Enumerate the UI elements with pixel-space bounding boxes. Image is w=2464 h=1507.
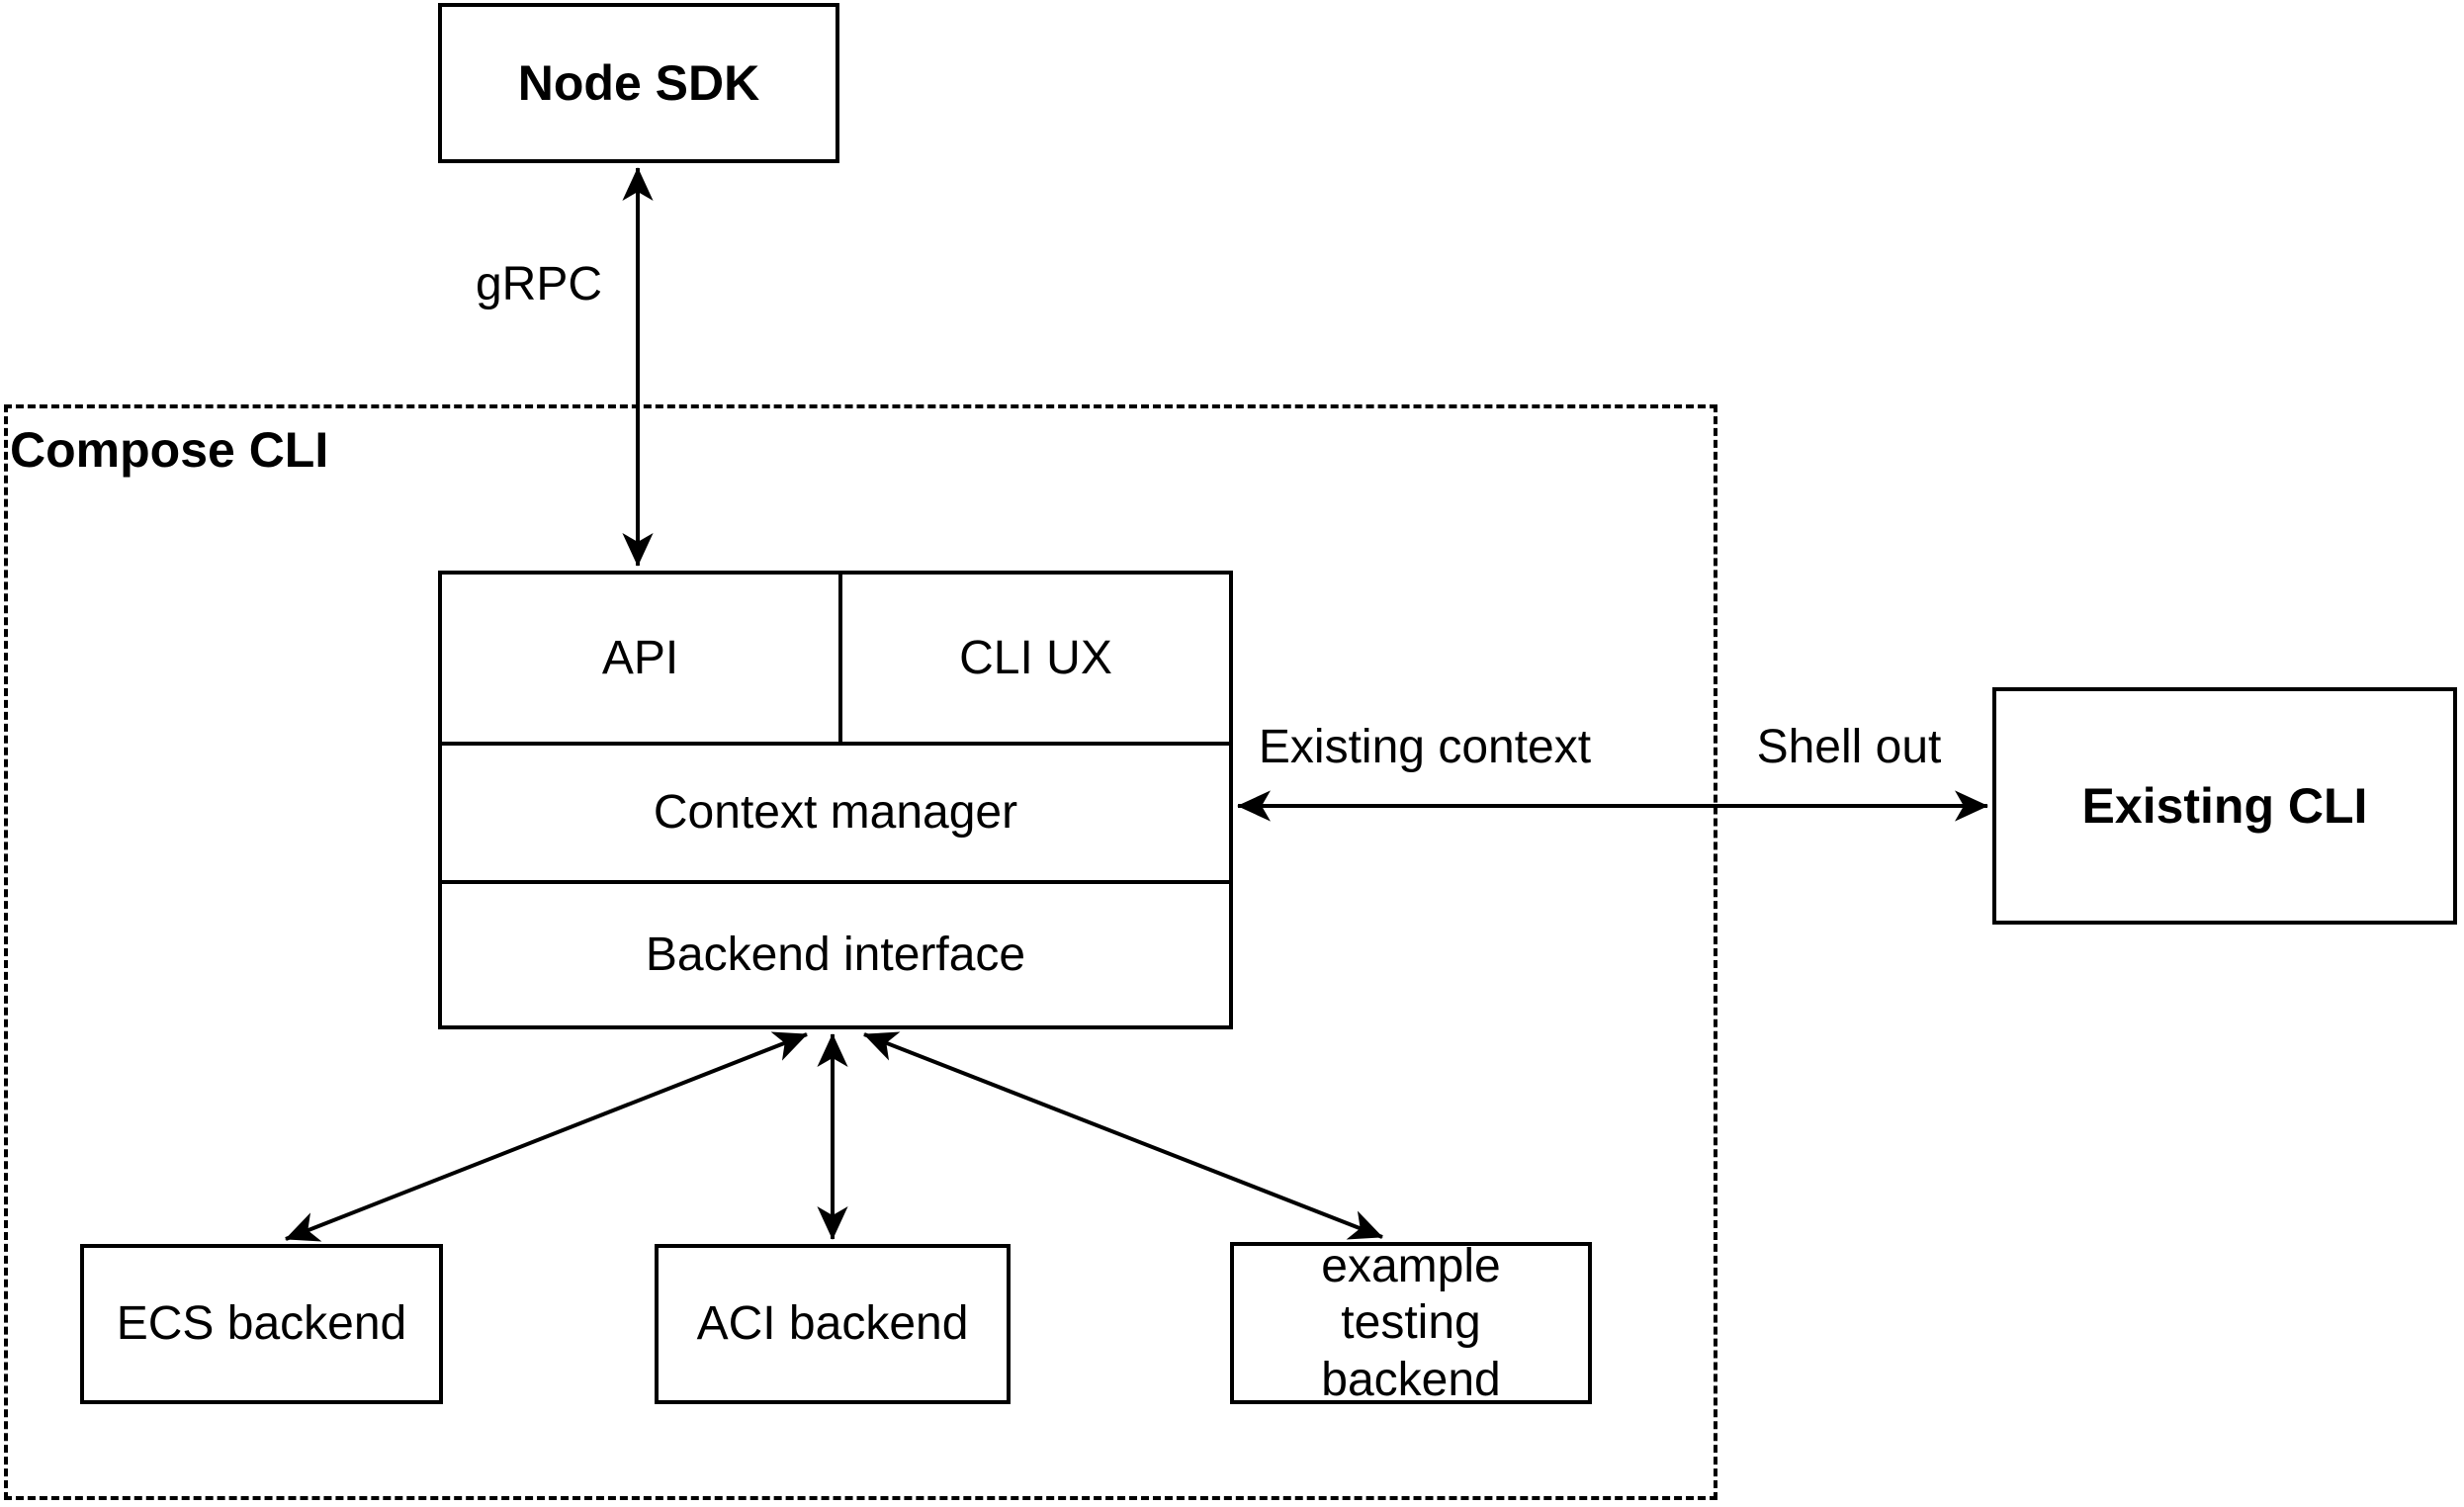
compose-cli-stack: API CLI UX Context manager Backend inter… [438,571,1233,1029]
grpc-label: gRPC [475,257,603,310]
stack-row-backend: Backend interface [442,880,1229,1025]
example-testing-backend-box: example testing backend [1230,1240,1592,1406]
api-cell: API [442,575,842,742]
stack-row-top: API CLI UX [442,575,1229,742]
compose-cli-container [4,404,1717,1500]
ecs-backend-box: ECS backend [80,1244,443,1404]
context-manager-cell: Context manager [653,786,1018,840]
stack-row-context: Context manager [442,742,1229,880]
aci-backend-box: ACI backend [655,1244,1011,1404]
compose-cli-label: Compose CLI [10,422,329,478]
cli-ux-cell: CLI UX [959,631,1112,684]
node-sdk-box: Node SDK [438,3,839,163]
existing-cli-box: Existing CLI [1992,687,2457,925]
backend-interface-cell: Backend interface [645,928,1026,981]
existing-context-label: Existing context [1258,720,1592,773]
shell-out-label: Shell out [1756,720,1942,773]
